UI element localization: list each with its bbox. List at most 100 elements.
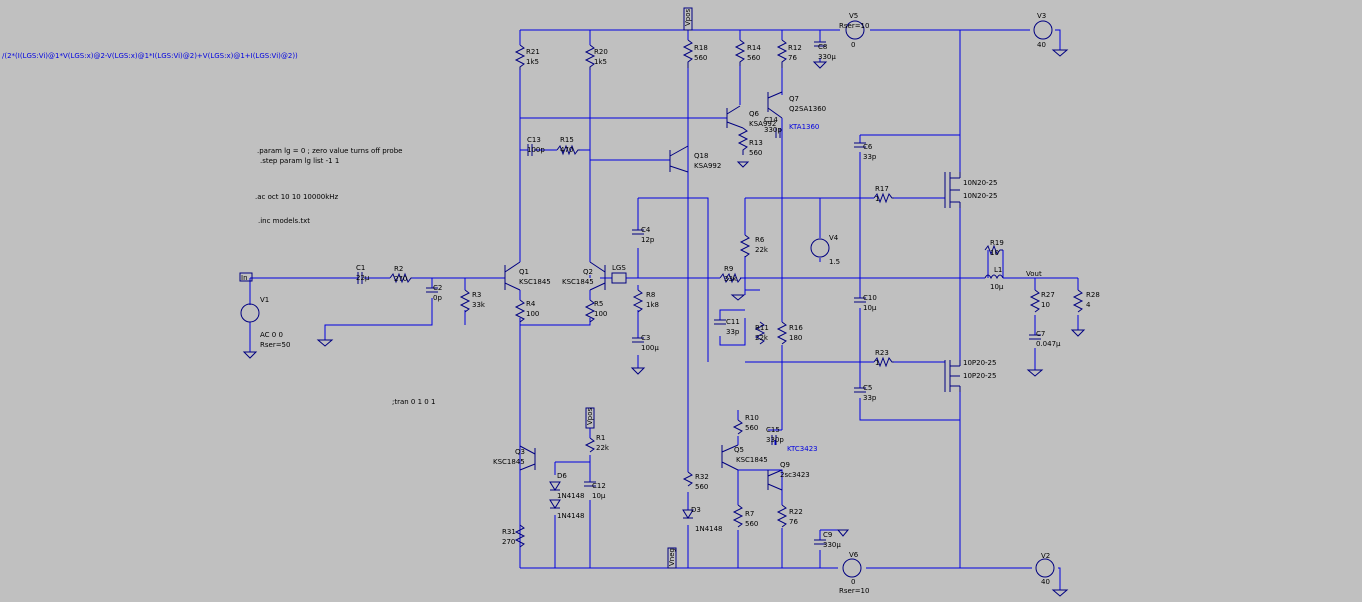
resistor-r19-ref: R19 <box>990 239 1004 247</box>
capacitor-c5-ref: C5 <box>863 384 872 392</box>
resistor-r14-value: 560 <box>747 54 760 62</box>
transistor-m1b-model: 10N20-25 <box>963 192 997 200</box>
resistor-r12-ref: R12 <box>788 44 802 52</box>
voltage-sources <box>240 20 1055 578</box>
resistor-r4-value: 100 <box>526 310 539 318</box>
resistor-r11-ref: R11 <box>755 324 769 332</box>
capacitor-c6-ref: C6 <box>863 143 873 151</box>
net-label-vpos: Vpos <box>684 8 692 26</box>
net-label-lgs: LGS <box>612 264 626 272</box>
source-v3-value: 40 <box>1037 41 1046 49</box>
transistor-q2-ref: Q2 <box>583 268 593 276</box>
transistor-q5-model: KSC1845 <box>736 456 768 464</box>
mosfet-symbols <box>944 172 961 392</box>
capacitor-c13-value: 100p <box>527 146 545 154</box>
transistor-q7m-model: KTA1360 <box>789 123 819 131</box>
resistor-r15-ref: R15 <box>560 136 574 144</box>
capacitor-c9-ref: C9 <box>823 531 832 539</box>
transistor-q1-ref: Q1 <box>519 268 529 276</box>
capacitor-c8-ref: C8 <box>818 43 827 51</box>
transistor-q7-model: Q2SA1360 <box>789 105 826 113</box>
net-label-vout: Vout <box>1026 270 1042 278</box>
capacitor-symbols <box>357 41 1041 545</box>
wires <box>249 29 1079 590</box>
transistor-q7-ref: Q7 <box>789 95 799 103</box>
resistor-r32-value: 560 <box>695 483 708 491</box>
resistor-r20-value: 1k5 <box>594 58 607 66</box>
resistor-r28-value: 4 <box>1086 301 1091 309</box>
capacitor-c2-value: 0p <box>433 294 442 302</box>
transistor-q18-model: KSA992 <box>694 162 721 170</box>
tran-directive: ;tran 0 1 0 1 <box>392 398 435 406</box>
resistor-r2-ref: R2 <box>394 265 403 273</box>
transistor-q6-model: KSA992 <box>749 120 776 128</box>
source-v2-value: 40 <box>1041 578 1050 586</box>
labels: /(2*(I(LGS:Vi)@1*V(LGS:x)@2-V(LGS:x)@1*I… <box>2 8 1100 595</box>
resistor-r27-ref: R27 <box>1041 291 1055 299</box>
capacitor-c4-ref: C4 <box>641 226 651 234</box>
resistor-r7-value: 560 <box>745 520 758 528</box>
transistor-symbols <box>504 91 783 491</box>
capacitor-c9-value: 330µ <box>823 541 841 549</box>
source-v6-value: 0 <box>851 578 855 586</box>
resistor-r17-ref: R17 <box>875 185 889 193</box>
capacitor-c12-value: 10µ <box>592 492 606 500</box>
step-directive: .step param lg list -1 1 <box>260 157 339 165</box>
capacitor-c2-ref: C2 <box>433 284 442 292</box>
transistor-q3-ref: Q3 <box>515 448 525 456</box>
resistor-r6-value: 22k <box>755 246 769 254</box>
resistor-r18-value: 560 <box>694 54 707 62</box>
source-v1-ref: V1 <box>260 296 269 304</box>
resistor-r21-value: 1k5 <box>526 58 539 66</box>
net-label-in: In <box>241 274 248 282</box>
capacitor-c3-value: 100µ <box>641 344 659 352</box>
transistor-q5-ref: Q5 <box>734 446 744 454</box>
resistor-r1-value: 22k <box>596 444 610 452</box>
net-label-vneg: Vneg <box>668 548 676 566</box>
resistor-r11-value: 22k <box>755 334 769 342</box>
expression-text: /(2*(I(LGS:Vi)@1*V(LGS:x)@2-V(LGS:x)@1*I… <box>2 52 298 60</box>
resistor-r3-value: 33k <box>472 301 486 309</box>
resistor-r5-ref: R5 <box>594 300 603 308</box>
capacitor-c7-ref: C7 <box>1036 330 1045 338</box>
capacitor-c10-value: 10µ <box>863 304 877 312</box>
capacitor-c14-ref: C14 <box>764 116 778 124</box>
transistor-q3-model: KSC1845 <box>493 458 525 466</box>
resistor-r31-ref: R31 <box>502 528 516 536</box>
resistor-r10-value: 560 <box>745 424 758 432</box>
resistor-r9-ref: R9 <box>724 265 733 273</box>
resistor-r6-ref: R6 <box>755 236 765 244</box>
inductor-l1-ref: L1 <box>994 266 1002 274</box>
resistor-r8-ref: R8 <box>646 291 655 299</box>
capacitor-c1-value: 22µ <box>356 274 370 282</box>
transistor-q6-ref: Q6 <box>749 110 760 118</box>
capacitor-c15-ref: C15 <box>766 426 780 434</box>
resistor-r3-ref: R3 <box>472 291 481 299</box>
source-v1-rser: Rser=50 <box>260 341 290 349</box>
transistor-m1-model: 10N20-25 <box>963 179 997 187</box>
resistor-r16-value: 180 <box>789 334 802 342</box>
resistor-r2-value: 270 <box>394 275 407 283</box>
resistor-symbols <box>389 39 1084 548</box>
transistor-q18-ref: Q18 <box>694 152 708 160</box>
resistor-r31-value: 270 <box>502 538 515 546</box>
net-flags <box>239 7 693 569</box>
source-v1-ac: AC 0 0 <box>260 331 283 339</box>
source-v2-ref: V2 <box>1041 552 1050 560</box>
source-v6-ref: V6 <box>849 551 859 559</box>
source-v5-rser: Rser=10 <box>839 22 869 30</box>
capacitor-c8-value: 330µ <box>818 53 836 61</box>
transistor-q1-model: KSC1845 <box>519 278 551 286</box>
capacitor-c4-value: 12p <box>641 236 655 244</box>
diode-d6-ref: D6 <box>557 472 567 480</box>
source-v4-ref: V4 <box>829 234 839 242</box>
capacitor-c11-value: 33p <box>726 328 740 336</box>
inductor-l1-value: 10µ <box>990 283 1004 291</box>
source-v6-rser: Rser=10 <box>839 587 869 595</box>
capacitor-c12-ref: C12 <box>592 482 606 490</box>
resistor-r21-ref: R21 <box>526 48 540 56</box>
resistor-r14-ref: R14 <box>747 44 761 52</box>
capacitor-c13-ref: C13 <box>527 136 541 144</box>
resistor-r13-value: 560 <box>749 149 762 157</box>
